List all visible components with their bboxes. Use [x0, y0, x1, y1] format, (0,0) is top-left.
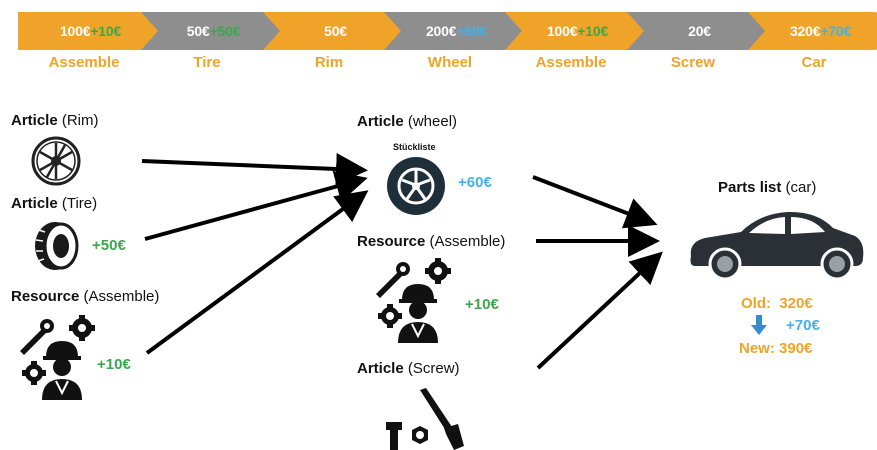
chevron-value: 100€+10€ [505, 12, 650, 50]
chevron-shape [384, 12, 529, 50]
arrow-screw-to-car [536, 251, 663, 370]
chevron-step: 100€+10€ [505, 12, 650, 50]
worker-gears-icon [376, 258, 451, 343]
new-price-row: New: 390€ [739, 340, 813, 357]
chevron-step-label: Rim [314, 54, 344, 71]
chevron-step: 100€+10€ [18, 12, 163, 50]
chevron-base-price: 20€ [688, 23, 711, 39]
chevron-step-label: Car [801, 54, 827, 71]
chevron-base-price: 50€ [186, 23, 210, 39]
chevron-step-label: Wheel [427, 54, 473, 71]
chevron-value: 320€+70€ [748, 12, 877, 50]
old-price-row: Old: 320€ [741, 295, 813, 312]
chevron-step-label: Tire [193, 54, 221, 71]
chevron-step-label: Screw [670, 54, 716, 71]
chevron-delta: +50€ [209, 23, 241, 39]
resource-cost-delta: +10€ [97, 356, 131, 373]
chevron-base-price: 320€ [789, 23, 821, 39]
chevron-base-price: 200€ [425, 23, 457, 39]
arrow-wheel-to-car [532, 175, 658, 229]
stueckliste-badge: Stückliste [393, 142, 436, 152]
chevron-step: 200€+60€ [384, 12, 529, 50]
chevron-step-label: Assemble [48, 54, 120, 71]
rim-icon [31, 136, 81, 186]
chevron-shape [748, 12, 877, 50]
resource2-cost-delta: +10€ [465, 296, 499, 313]
arrow-resource-to-wheel [145, 190, 369, 355]
chevron-shape [141, 12, 286, 50]
chevron-shape [18, 12, 163, 50]
chevron-delta: +10€ [577, 23, 609, 39]
chevron-value: 50€+50€ [141, 12, 286, 50]
chevron-step: 20€ [627, 12, 772, 50]
price-delta: +70€ [786, 317, 820, 334]
rim-article-label: Article (Rim) [11, 112, 99, 129]
chevron-base-price: 100€ [59, 23, 91, 39]
resource2-assemble-label: Resource (Assemble) [357, 233, 506, 250]
wheel-icon [387, 157, 445, 215]
chevron-value: 100€+10€ [18, 12, 163, 50]
tire-cost-delta: +50€ [92, 237, 126, 254]
wheel-article-label: Article (wheel) [357, 113, 458, 130]
chevron-value: 50€ [263, 12, 408, 50]
chevron-value: 200€+60€ [384, 12, 529, 50]
tools-icon [386, 388, 464, 450]
chevron-base-price: 100€ [546, 23, 578, 39]
chevron-delta: +70€ [820, 23, 852, 39]
tire-article-label: Article (Tire) [11, 195, 98, 212]
tire-icon [35, 222, 79, 270]
worker-gears-icon [20, 315, 95, 400]
chevron-delta: +60€ [456, 23, 488, 39]
down-arrow-icon [751, 315, 767, 335]
chevron-delta: +10€ [90, 23, 122, 39]
chevron-base-price: 50€ [324, 23, 347, 39]
chevron-step-label: Assemble [535, 54, 607, 71]
arrow-tire-to-wheel [144, 170, 368, 241]
resource-assemble-label: Resource (Assemble) [11, 288, 160, 305]
chevron-shape [505, 12, 650, 50]
car-icon [690, 211, 864, 281]
chevron-step: 320€+70€ [748, 12, 877, 50]
chevron-value: 20€ [627, 12, 772, 50]
arrow-rim-to-wheel [141, 153, 368, 185]
chevron-shape [263, 12, 408, 50]
chevron-shape [627, 12, 772, 50]
screw-article-label: Article (Screw) [357, 360, 460, 377]
wheel-cost-delta: +60€ [458, 174, 492, 191]
chevron-step: 50€+50€ [141, 12, 286, 50]
chevron-step: 50€ [263, 12, 408, 50]
parts-list-title: Parts list (car) [718, 179, 817, 196]
